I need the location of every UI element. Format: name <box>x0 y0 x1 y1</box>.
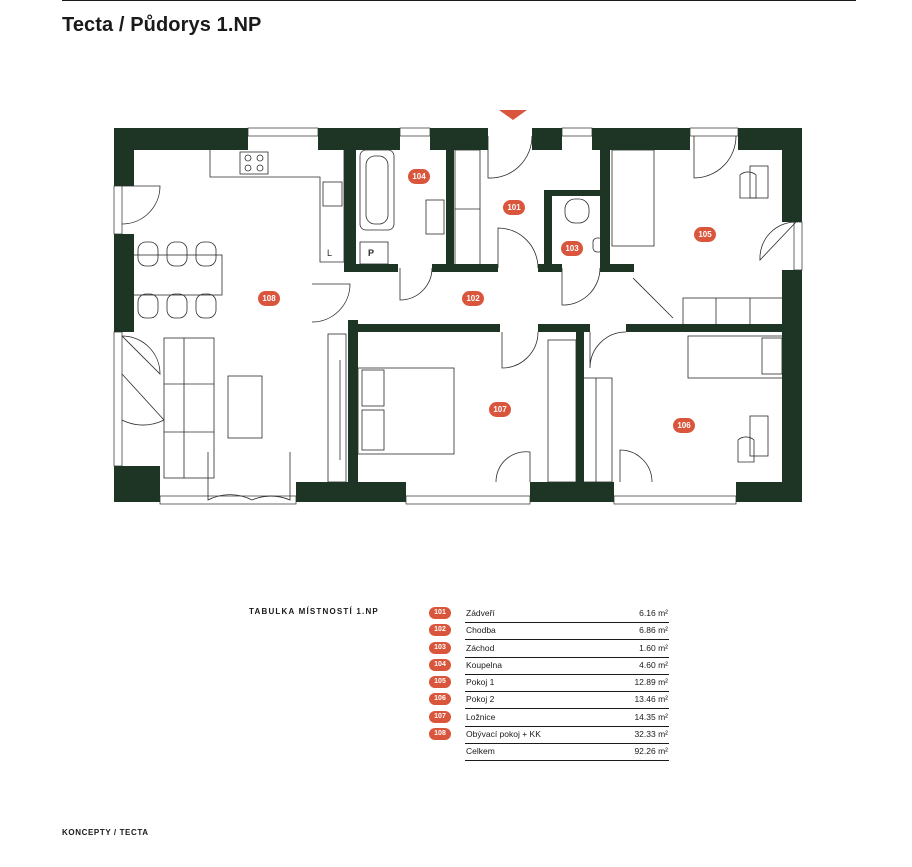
table-row: 101 Zádveří 6.16 m² <box>429 605 669 623</box>
room-tag-106: 106 <box>673 418 695 433</box>
room-table: 101 Zádveří 6.16 m² 102 Chodba 6.86 m² 103… <box>429 605 669 762</box>
fixture-label-p: P <box>368 248 374 258</box>
table-row: 104 Koupelna 4.60 m² <box>429 657 669 675</box>
room-area: 32.33 m² <box>634 729 668 740</box>
table-row: 102 Chodba 6.86 m² <box>429 622 669 641</box>
table-row-total: Celkem 92.26 m² <box>429 743 669 762</box>
room-code-badge: 103 <box>429 641 451 654</box>
room-area: 13.46 m² <box>634 694 668 705</box>
room-code-badge: 105 <box>429 676 451 689</box>
room-code-badge: 104 <box>429 658 451 671</box>
room-area: 1.60 m² <box>639 642 668 653</box>
room-area: 14.35 m² <box>634 711 668 722</box>
room-code-badge: 108 <box>429 728 451 741</box>
room-code-badge: 107 <box>429 710 451 723</box>
table-row: 105 Pokoj 1 12.89 m² <box>429 674 669 693</box>
room-name: Ložnice <box>466 711 496 722</box>
room-area: 6.16 m² <box>639 608 668 618</box>
room-name: Koupelna <box>466 659 502 670</box>
room-name: Zádveří <box>466 608 495 618</box>
table-row: 108 Obývací pokoj + KK 32.33 m² <box>429 726 669 745</box>
table-row: 106 Pokoj 2 13.46 m² <box>429 691 669 710</box>
room-code-badge: 101 <box>429 607 451 619</box>
room-area: 4.60 m² <box>639 659 668 670</box>
top-rule <box>62 0 856 1</box>
footer-label: KONCEPTY / TECTA <box>62 828 149 837</box>
room-name: Obývací pokoj + KK <box>466 729 541 740</box>
table-row: 107 Ložnice 14.35 m² <box>429 709 669 727</box>
room-name: Chodba <box>466 625 496 636</box>
room-code-badge: 102 <box>429 624 451 637</box>
room-tag-107: 107 <box>489 402 511 417</box>
room-area: 12.89 m² <box>634 677 668 688</box>
room-tag-108: 108 <box>258 291 280 306</box>
page-title: Tecta / Půdorys 1.NP <box>62 14 262 36</box>
table-row: 103 Záchod 1.60 m² <box>429 640 669 658</box>
room-area: 6.86 m² <box>639 625 668 636</box>
room-code-badge: 106 <box>429 693 451 706</box>
total-area: 92.26 m² <box>634 746 668 757</box>
room-tag-101: 101 <box>503 200 525 215</box>
total-label: Celkem <box>466 746 495 757</box>
room-name: Pokoj 1 <box>466 677 495 688</box>
fixture-label-l: L <box>327 248 332 258</box>
room-tag-105: 105 <box>694 227 716 242</box>
room-tag-102: 102 <box>462 291 484 306</box>
room-tag-104: 104 <box>408 169 430 184</box>
room-tag-103: 103 <box>561 241 583 256</box>
room-name: Pokoj 2 <box>466 694 495 705</box>
table-title: TABULKA MÍSTNOSTÍ 1.NP <box>249 607 379 616</box>
room-name: Záchod <box>466 642 495 653</box>
